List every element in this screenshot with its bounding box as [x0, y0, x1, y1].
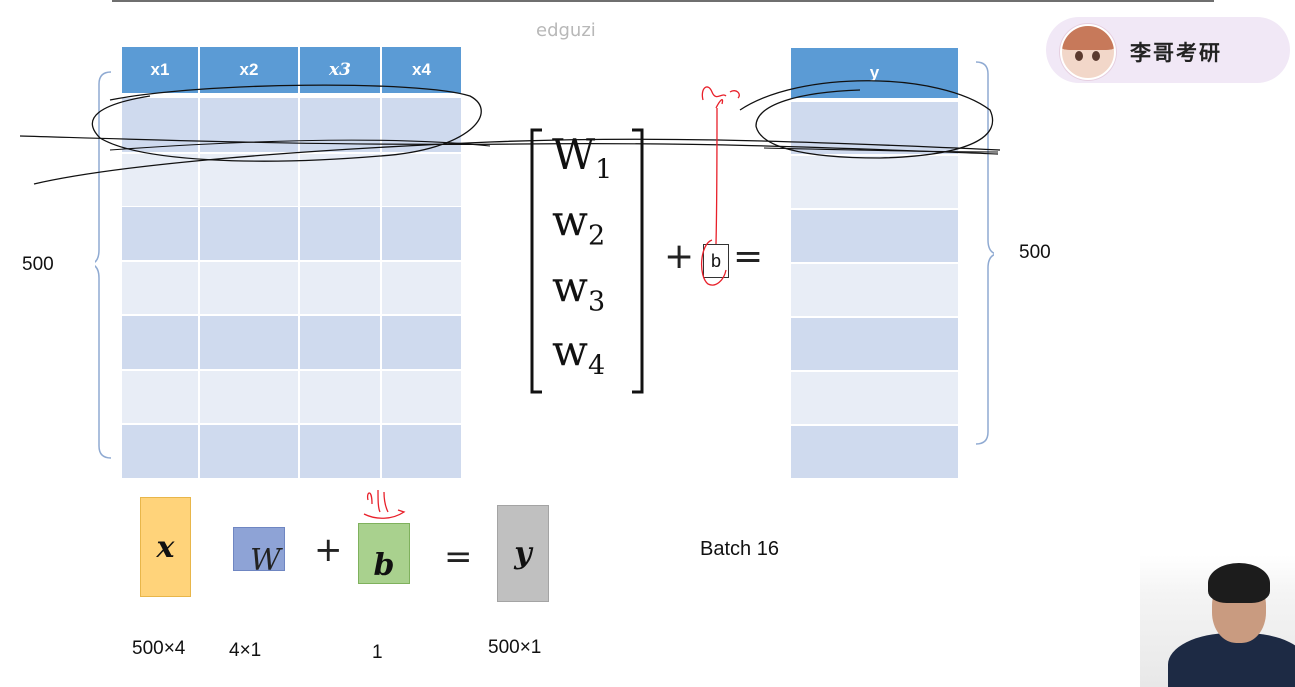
header-x4: x4 [382, 47, 461, 93]
table-cell [382, 154, 461, 206]
table-cell [122, 98, 198, 152]
matrix-entry-1: W1 [552, 130, 613, 186]
table-cell [200, 98, 298, 152]
table-cell [200, 425, 298, 478]
table-cell [791, 264, 958, 316]
output-table: y [791, 48, 958, 479]
table-cell [200, 207, 298, 260]
dim-y: 500×1 [488, 637, 542, 658]
dim-b: 1 [372, 642, 383, 663]
table-cell [382, 371, 461, 423]
matrix-plus: + [664, 236, 695, 277]
table-cell [300, 154, 380, 206]
batch-label: Batch 16 [700, 538, 779, 560]
dim-w: 4×1 [229, 640, 262, 661]
table-cell [791, 426, 958, 478]
matrix-brackets [530, 128, 644, 394]
table-cell [300, 371, 380, 423]
table-cell [122, 154, 198, 206]
w-label: W [250, 543, 281, 578]
weight-matrix: W1 w2 w3 w4 [528, 126, 646, 396]
table-cell [382, 207, 461, 260]
table-cell [382, 98, 461, 152]
matrix-entry-2: w2 [552, 196, 606, 252]
table-cell [122, 262, 198, 314]
table-cell [382, 262, 461, 314]
matrix-entry-3: w3 [552, 262, 606, 318]
b-block: b [358, 523, 410, 584]
matrix-bias: b [703, 244, 729, 278]
table-cell [382, 316, 461, 369]
top-divider [112, 0, 1214, 2]
table-cell [791, 372, 958, 424]
y-block: y [497, 505, 549, 602]
right-row-count: 500 [1019, 242, 1051, 263]
eq-equals: = [444, 537, 473, 577]
x-block: x [140, 497, 191, 597]
table-cell [300, 316, 380, 369]
header-y: y [791, 48, 958, 98]
header-x3: x3 [300, 47, 380, 93]
header-x2: x2 [200, 47, 298, 93]
table-cell [300, 207, 380, 260]
right-brace [975, 61, 994, 445]
table-cell [122, 207, 198, 260]
table-cell [122, 425, 198, 478]
webcam-feed [1140, 555, 1295, 687]
dim-x: 500×4 [132, 638, 186, 659]
left-row-count: 500 [22, 254, 54, 275]
table-cell [200, 154, 298, 206]
table-cell [300, 98, 380, 152]
w-block [233, 527, 285, 571]
table-cell [300, 425, 380, 478]
header-x1: x1 [122, 47, 198, 93]
input-table: x1 x2 x3 x4 [122, 47, 461, 478]
avatar [1060, 24, 1116, 80]
matrix-equals: = [733, 236, 764, 277]
brand-badge: 李哥考研 [1046, 17, 1290, 83]
table-cell [791, 318, 958, 370]
table-cell [791, 102, 958, 154]
table-cell [791, 156, 958, 208]
matrix-entry-4: w4 [552, 326, 606, 382]
left-brace [95, 71, 112, 459]
table-cell [122, 316, 198, 369]
table-cell [200, 316, 298, 369]
table-cell [200, 371, 298, 423]
table-cell [382, 425, 461, 478]
table-cell [200, 262, 298, 314]
brand-name: 李哥考研 [1130, 41, 1222, 65]
watermark: edguzi [536, 20, 596, 41]
table-cell [122, 371, 198, 423]
table-cell [791, 210, 958, 262]
table-cell [300, 262, 380, 314]
eq-plus: + [314, 530, 343, 570]
